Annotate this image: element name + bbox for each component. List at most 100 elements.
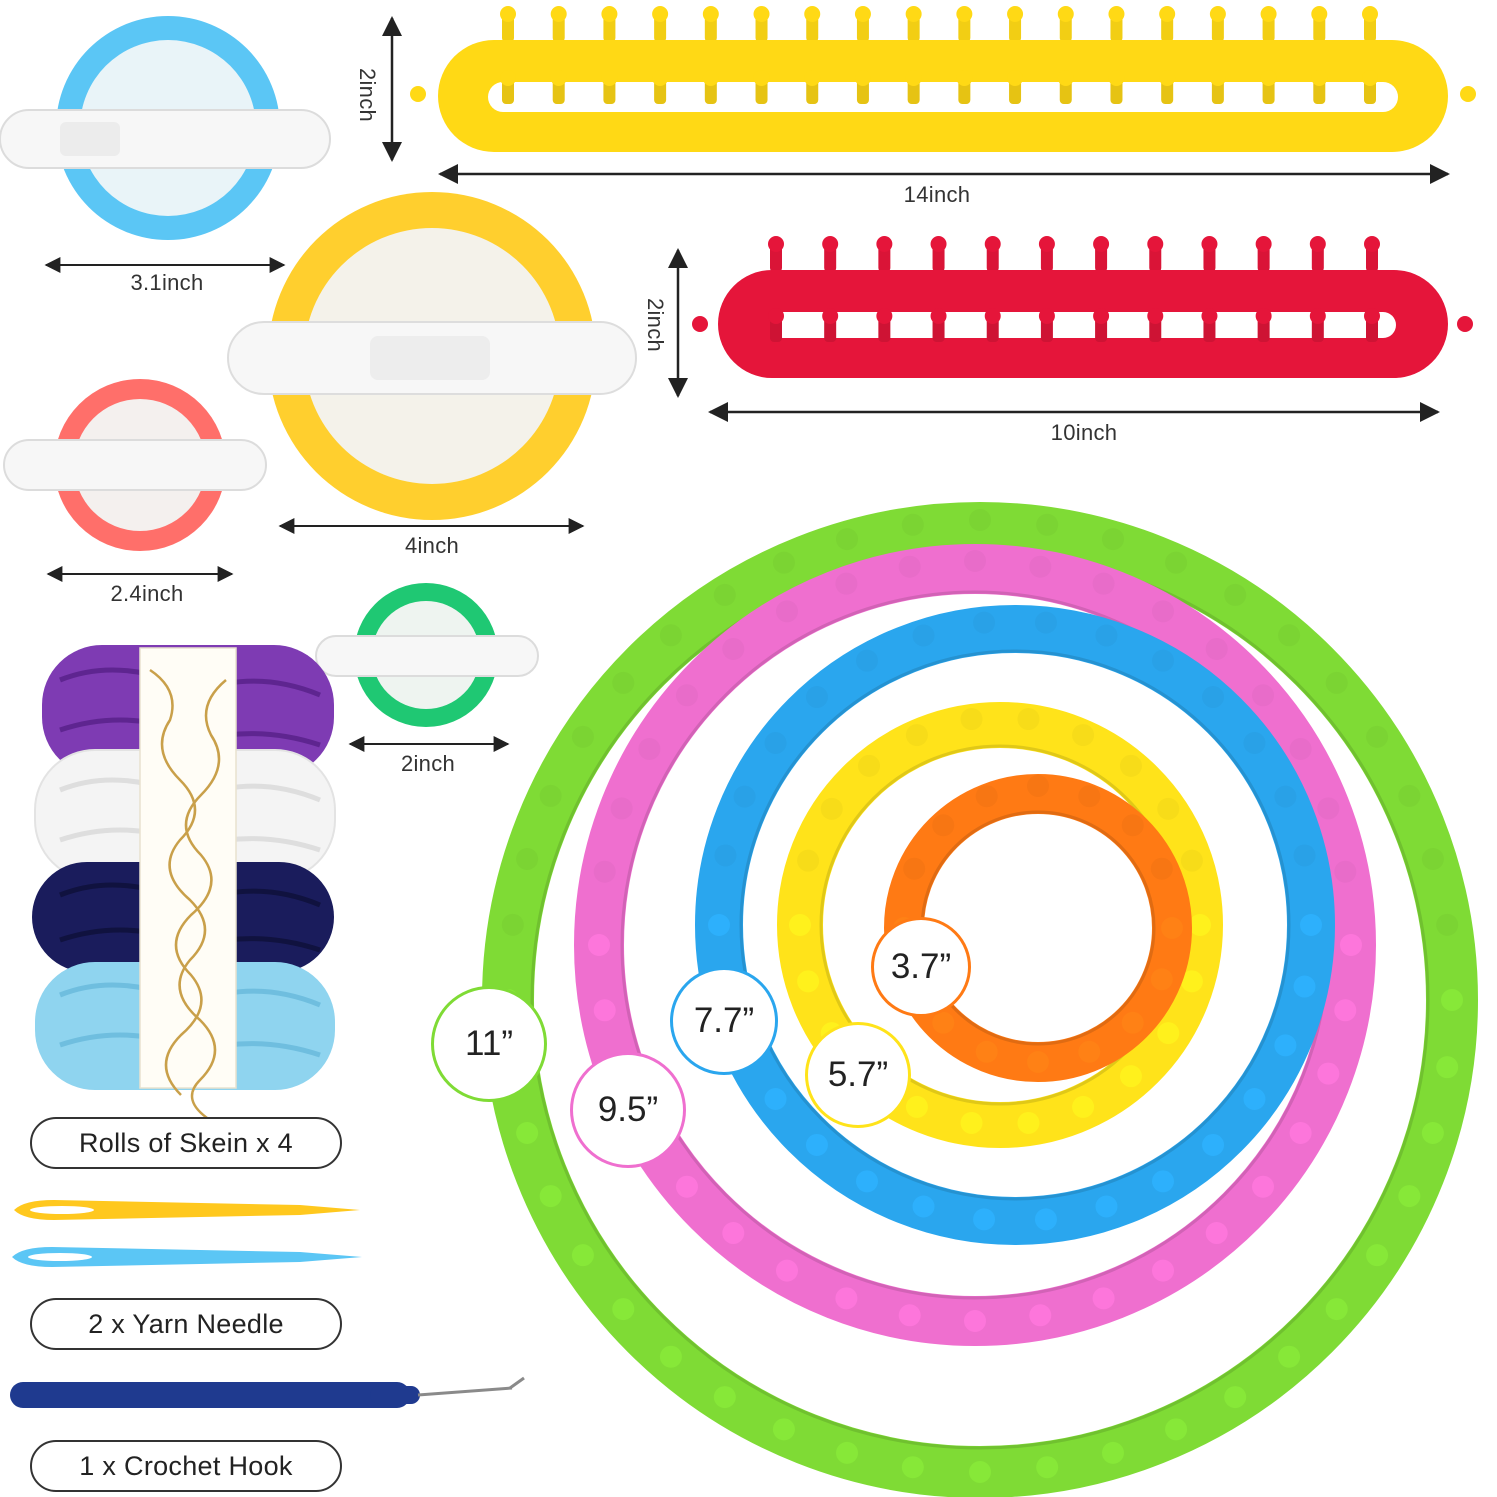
long-loom-red xyxy=(692,236,1473,378)
loom-peg-head xyxy=(1278,1345,1301,1368)
loom-peg-head xyxy=(1150,968,1173,991)
loom-peg-head xyxy=(835,572,858,595)
loom-peg-head xyxy=(797,849,820,872)
loom-peg-head xyxy=(768,236,784,252)
loom-peg-head xyxy=(1029,1304,1052,1327)
loom-peg-head xyxy=(1101,1441,1124,1464)
loom-peg-head xyxy=(1205,1222,1228,1245)
loom-peg-head xyxy=(1309,308,1326,324)
loom-peg-head xyxy=(932,1011,955,1034)
loom-peg-head xyxy=(1165,551,1188,574)
loom-peg-head xyxy=(593,999,616,1022)
loom-peg-head xyxy=(984,308,1001,324)
loom-peg-head xyxy=(1366,725,1389,748)
loom-peg-head xyxy=(652,6,669,22)
loom-peg-head xyxy=(905,724,928,747)
loom-size-badge-3.7: 3.7” xyxy=(871,917,971,1017)
loom-peg-head xyxy=(1289,738,1312,760)
dim-10inch-label: 10inch xyxy=(1050,420,1118,445)
loom-peg-head xyxy=(702,70,719,86)
loom-peg-head xyxy=(836,1441,859,1464)
crochet-hook xyxy=(10,1376,525,1408)
loom-peg-head xyxy=(772,1418,795,1441)
loom-size-badge-5.7: 5.7” xyxy=(805,1022,911,1128)
loom-peg-head xyxy=(753,6,770,22)
loom-peg-head xyxy=(516,848,539,871)
yarn-needle-yellow xyxy=(14,1200,360,1220)
loom-peg-head xyxy=(1152,1170,1174,1193)
loom-peg-head xyxy=(1255,236,1272,252)
loom-peg-head xyxy=(659,1345,682,1368)
loom-peg-head xyxy=(789,914,811,936)
loom-peg-head xyxy=(753,70,770,86)
loom-peg-head xyxy=(1121,814,1144,837)
loom-peg-head xyxy=(1161,917,1183,939)
loom-peg-head xyxy=(1007,6,1024,22)
loom-peg-head xyxy=(612,1298,635,1321)
loom-peg-head xyxy=(714,844,737,867)
loom-peg-head xyxy=(956,70,973,86)
loom-peg-head xyxy=(930,308,947,324)
pompom-maker-green xyxy=(315,583,539,727)
loom-peg-head xyxy=(1095,624,1118,647)
loom-peg-head xyxy=(1334,860,1357,883)
loom-peg-head xyxy=(1317,797,1340,820)
loom-peg-head xyxy=(804,6,821,22)
pompom-maker-blue xyxy=(0,16,331,240)
loom-size-badge-9.5: 9.5” xyxy=(570,1052,686,1168)
loom-peg-head xyxy=(1278,624,1301,647)
loom-peg-head xyxy=(601,70,618,86)
loom-peg-head xyxy=(898,1304,921,1327)
loom-peg-head xyxy=(772,551,795,574)
loom-peg-head xyxy=(1252,1175,1275,1198)
loom-peg-head xyxy=(1152,649,1174,672)
loom-peg-head xyxy=(1201,236,1218,252)
loom-peg-head xyxy=(1209,6,1226,22)
loom-peg-head xyxy=(856,649,878,672)
loom-peg-head xyxy=(1201,308,1218,324)
round-loom xyxy=(777,702,1223,1148)
loom-peg-head xyxy=(876,236,893,252)
loom-peg-head xyxy=(764,732,787,755)
loom-peg-head xyxy=(708,914,730,936)
loom-peg-head xyxy=(1224,583,1247,606)
loom-peg-head xyxy=(1180,849,1203,872)
loom-peg-head xyxy=(1150,857,1173,880)
loom-peg-head xyxy=(652,70,669,86)
loom-peg-head xyxy=(1147,308,1164,324)
loom-peg-head xyxy=(1274,1034,1297,1057)
loom-peg-head xyxy=(1293,844,1316,867)
loom-peg-head xyxy=(1189,914,1211,936)
loom-peg-head xyxy=(1121,1011,1144,1034)
loom-peg-head xyxy=(1255,308,1272,324)
loom-peg-head xyxy=(539,1185,562,1208)
loom-peg-head xyxy=(1057,70,1074,86)
loom-peg-head xyxy=(1093,308,1110,324)
loom-peg-head xyxy=(856,1170,878,1193)
loom-peg-head xyxy=(1165,1418,1188,1441)
loom-peg-head xyxy=(550,6,567,22)
loom-peg-head xyxy=(675,684,698,707)
loom-peg-head xyxy=(1224,1386,1247,1409)
loom-peg-head xyxy=(901,513,924,536)
dim-3.1inch-label: 3.1inch xyxy=(130,270,204,295)
dim-2inch-yellow-label: 2inch xyxy=(355,67,381,123)
loom-peg-head xyxy=(912,624,935,647)
loom-peg-head xyxy=(1017,1111,1040,1134)
loom-peg-head xyxy=(975,785,998,808)
loom-peg-head xyxy=(822,308,839,324)
loom-peg-head xyxy=(1340,934,1362,956)
loom-peg-head xyxy=(1029,555,1052,578)
dim-2inch-pompom-label: 2inch xyxy=(400,751,456,776)
loom-peg-head xyxy=(713,1386,736,1409)
loom-peg-head xyxy=(501,913,524,936)
loom-peg-head xyxy=(1243,732,1266,755)
loom-peg-head xyxy=(905,1095,928,1118)
loom-peg-head xyxy=(1398,1185,1421,1208)
loom-peg-head xyxy=(1421,848,1444,871)
loom-peg-head xyxy=(858,754,881,777)
loom-peg-head xyxy=(1205,637,1228,660)
loom-peg-head xyxy=(1260,70,1277,86)
loom-peg-head xyxy=(1095,1195,1118,1218)
loom-peg-head xyxy=(659,624,682,647)
